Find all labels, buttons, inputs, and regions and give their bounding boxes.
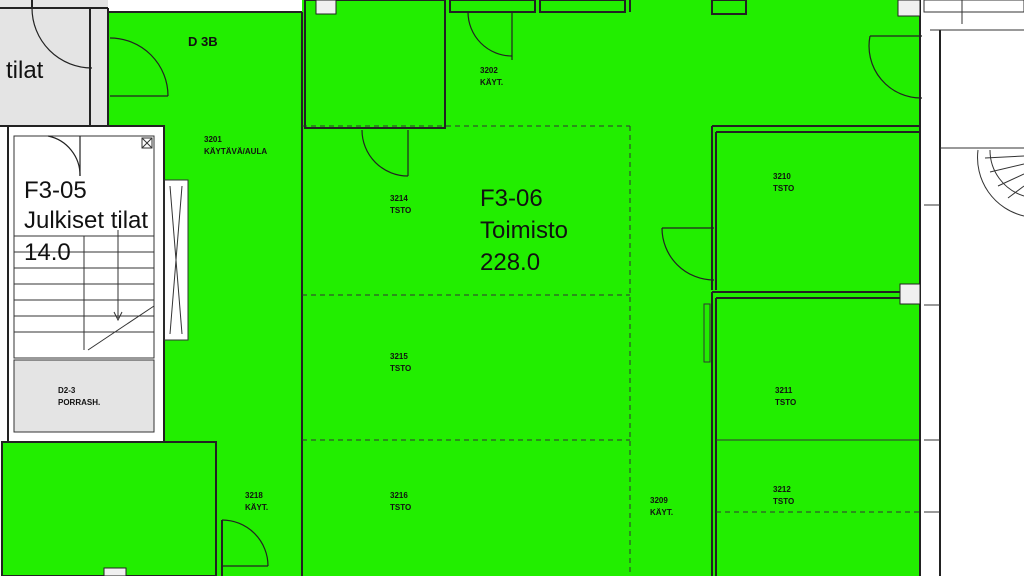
window-ticks [924,204,940,513]
room-number: 3202 [480,66,498,75]
room-number: 3218 [245,491,263,500]
zone-f306-name: Toimisto [480,217,568,244]
room-type: TSTO [773,184,794,193]
room-tag-3209[interactable]: 3209 KÄYT. [650,496,673,517]
room-tag-3214[interactable]: 3214 TSTO [390,194,411,215]
zone-f305-code: F3-05 [24,177,87,204]
room-type: TSTO [773,497,794,506]
room-number: 3216 [390,491,408,500]
zone-f306-area: 228.0 [480,249,540,276]
stair-treads [14,230,155,351]
white-area-right [920,0,1024,576]
room-type: TSTO [775,398,796,407]
room-type: PORRASH. [58,398,100,407]
room-tag-3202[interactable]: 3202 KÄYT. [480,66,503,87]
block-label: D 3B [188,34,218,49]
room-lower-left[interactable] [2,442,216,576]
column [103,567,127,576]
room-number: 3215 [390,352,408,361]
column [899,283,921,305]
room-tag-3201[interactable]: 3201 KÄYTÄVÄ/AULA [204,135,267,156]
room-number: 3214 [390,194,408,203]
zone-f305-area: 14.0 [24,239,71,266]
room-number: 3210 [773,172,791,181]
room-number: 3212 [773,485,791,494]
room-tag-3212[interactable]: 3212 TSTO [773,485,794,506]
room-type: TSTO [390,364,411,373]
room-number: 3211 [775,386,793,395]
room-tag-3218[interactable]: 3218 KÄYT. [245,491,268,512]
room-top-center[interactable] [304,0,446,128]
room-tag-3216[interactable]: 3216 TSTO [390,491,411,512]
partial-zone-label: tilat [6,57,44,84]
room-number: 3209 [650,496,668,505]
zone-f306-area[interactable] [108,0,920,576]
zone-f306-code: F3-06 [480,185,543,212]
zone-f305-name: Julkiset tilat [24,207,148,234]
room-type: TSTO [390,503,411,512]
stair-landing [14,360,154,432]
room-type: KÄYT. [245,503,268,512]
room-number: 3201 [204,135,222,144]
column [897,0,921,17]
room-tag-3215[interactable]: 3215 TSTO [390,352,411,373]
room-tag-3211[interactable]: 3211 TSTO [775,386,796,407]
column [315,0,337,15]
room-number: D2-3 [58,386,76,395]
room-type: KÄYT. [480,78,503,87]
spiral-stair [977,149,1024,217]
room-tag-d2-3[interactable]: D2-3 PORRASH. [58,386,100,407]
room-tag-3210[interactable]: 3210 TSTO [773,172,794,193]
room-type: TSTO [390,206,411,215]
room-type: KÄYT. [650,508,673,517]
room-type: KÄYTÄVÄ/AULA [204,147,267,156]
